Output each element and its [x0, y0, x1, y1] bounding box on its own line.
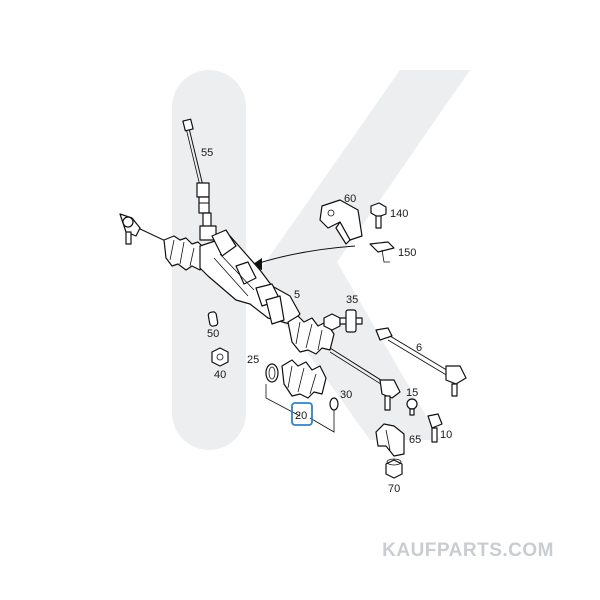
steering-rack-5[interactable]	[119, 213, 401, 411]
bellows-boot-20[interactable]	[281, 359, 327, 399]
label-25: 25	[247, 354, 259, 366]
label-5: 5	[294, 289, 300, 301]
label-35: 35	[346, 294, 358, 306]
label-15: 15	[406, 387, 418, 399]
label-6: 6	[416, 342, 422, 354]
nut-40[interactable]	[211, 347, 229, 367]
bolt-140[interactable]	[370, 202, 387, 229]
label-20[interactable]: 20	[295, 410, 307, 422]
label-10: 10	[440, 429, 452, 441]
highlight-box-20	[291, 402, 313, 426]
label-140: 140	[390, 208, 408, 220]
assembly-arrow	[255, 245, 356, 265]
bracket-65[interactable]	[375, 423, 405, 457]
ball-joint-15[interactable]	[406, 398, 418, 416]
nut-70[interactable]	[385, 458, 403, 479]
tie-rod-end-10[interactable]	[427, 413, 443, 443]
label-150: 150	[398, 247, 416, 259]
label-65: 65	[409, 434, 421, 446]
clip-150[interactable]	[369, 241, 395, 263]
sleeve-50[interactable]	[207, 311, 219, 327]
label-40: 40	[214, 369, 226, 381]
kit-bracket-20	[265, 384, 335, 433]
label-70: 70	[388, 483, 400, 495]
label-55: 55	[201, 147, 213, 159]
bracket-60[interactable]	[319, 199, 363, 245]
label-30: 30	[340, 389, 352, 401]
watermark-brand-text: KAUFPARTS.COM	[382, 540, 554, 561]
clip-30[interactable]	[329, 397, 339, 411]
label-60: 60	[344, 193, 356, 205]
clamp-ring-25[interactable]	[265, 363, 279, 383]
label-50: 50	[207, 328, 219, 340]
tie-rod-6[interactable]	[375, 327, 467, 397]
bolt-35[interactable]	[323, 309, 363, 333]
